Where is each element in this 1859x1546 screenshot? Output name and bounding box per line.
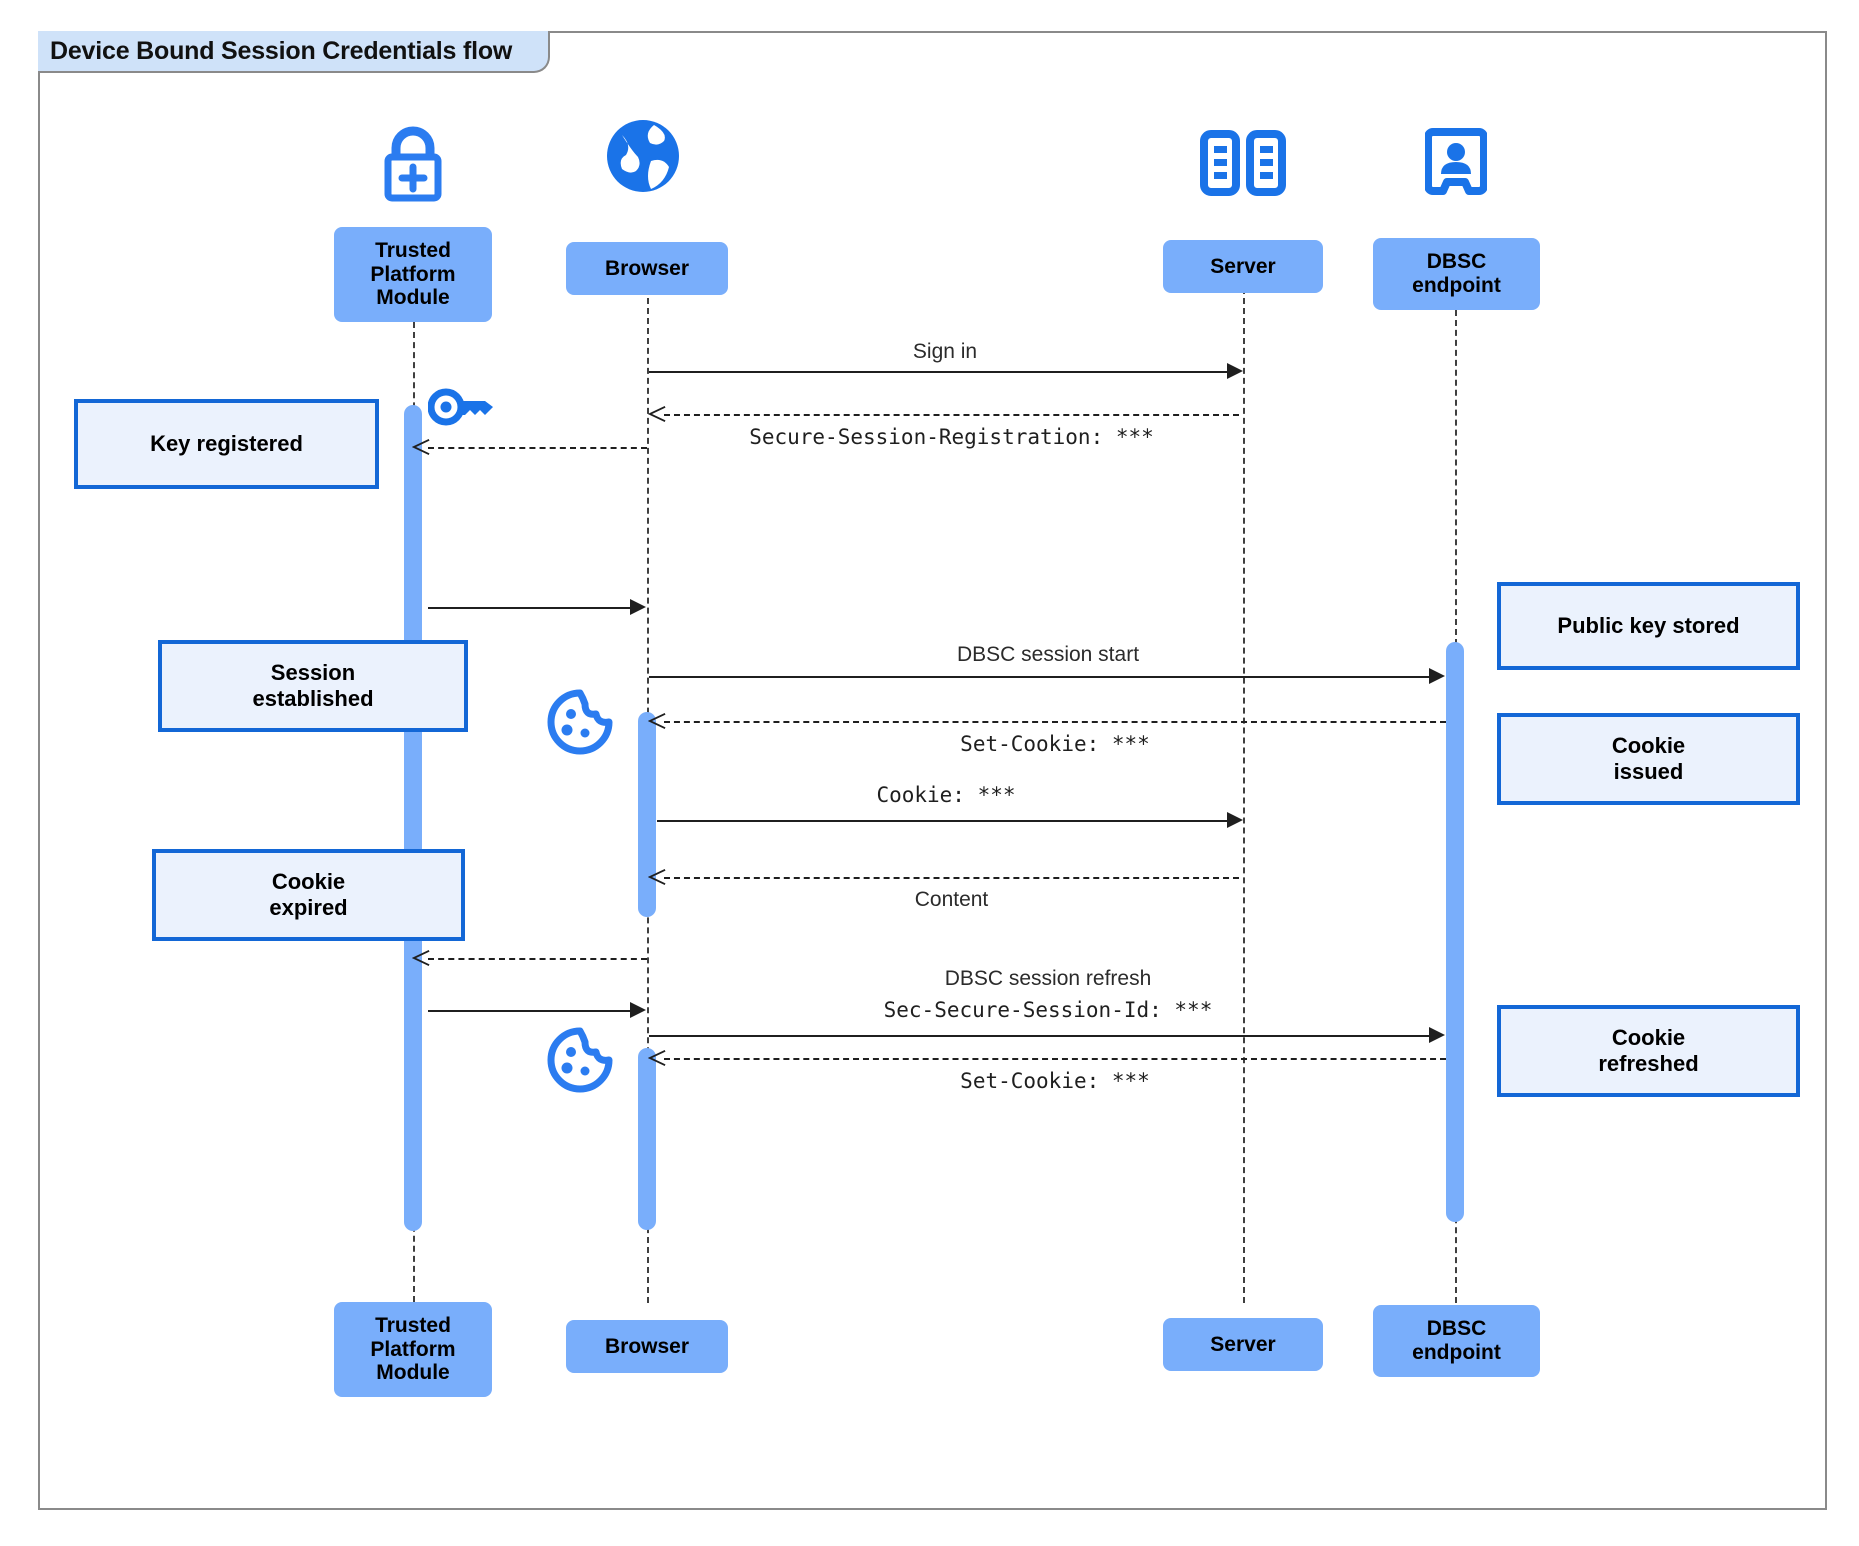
note-public-key-stored: Public key stored	[1497, 582, 1800, 670]
participant-dbsc-bottom[interactable]: DBSC endpoint	[1373, 1305, 1540, 1377]
message-arrowhead-secure-session-registration	[648, 405, 666, 423]
message-arrowhead-set-cookie-1	[648, 712, 666, 730]
message-arrowhead-sign-in	[1227, 363, 1243, 379]
participant-tpm-bottom[interactable]: Trusted Platform Module	[334, 1302, 492, 1397]
note-session-established-text: Session established	[252, 660, 374, 711]
note-cookie-refreshed: Cookie refreshed	[1497, 1005, 1800, 1097]
message-line-dbsc-session-refresh	[649, 1035, 1435, 1037]
message-arrowhead-tpm-sign-request	[412, 949, 430, 967]
message-label-dbsc-session-start: DBSC session start	[956, 643, 1140, 666]
message-line-cookie	[657, 820, 1235, 822]
participant-browser-bottom[interactable]: Browser	[566, 1320, 728, 1373]
participant-tpm-label-bottom: Trusted Platform Module	[370, 1314, 456, 1385]
message-label-set-cookie-1: Set-Cookie: ***	[960, 732, 1150, 756]
participant-tpm-label: Trusted Platform Module	[370, 239, 456, 310]
note-cookie-issued-text: Cookie issued	[1611, 733, 1686, 784]
message-line-tpm-register-request	[428, 447, 647, 449]
diagram-frame-tab: Device Bound Session Credentials flow	[38, 31, 551, 73]
message-arrowhead-tpm-register-request	[412, 438, 430, 456]
note-cookie-expired: Cookie expired	[152, 849, 465, 941]
message-arrowhead-tpm-key-response	[630, 599, 646, 615]
message-line-secure-session-registration	[664, 414, 1239, 416]
participant-browser-label-bottom: Browser	[604, 1334, 690, 1358]
message-line-set-cookie-1	[664, 721, 1446, 723]
message-arrowhead-cookie	[1227, 812, 1243, 828]
note-key-registered: Key registered	[74, 399, 379, 489]
participant-server-label: Server	[1210, 254, 1276, 278]
note-cookie-expired-text: Cookie expired	[269, 869, 348, 920]
activation-browser-2	[638, 1048, 656, 1230]
participant-tpm-top[interactable]: Trusted Platform Module	[334, 227, 492, 322]
message-label-dbsc-session-refresh: DBSC session refresh	[944, 967, 1152, 990]
message-arrowhead-dbsc-session-start	[1429, 668, 1445, 684]
activation-tpm	[404, 405, 422, 1231]
message-label-set-cookie-2: Set-Cookie: ***	[960, 1069, 1150, 1093]
message-line-content	[664, 877, 1239, 879]
lock-plus-icon	[371, 124, 455, 207]
participant-browser-label: Browser	[604, 256, 690, 280]
message-arrowhead-dbsc-session-refresh	[1429, 1027, 1445, 1043]
diagram-title: Device Bound Session Credentials flow	[50, 36, 513, 65]
cookie-icon	[546, 1026, 614, 1099]
note-public-key-stored-text: Public key stored	[1557, 613, 1740, 639]
note-session-established: Session established	[158, 640, 468, 732]
message-line-set-cookie-2	[664, 1058, 1446, 1060]
message-arrowhead-set-cookie-2	[648, 1049, 666, 1067]
message-line-dbsc-session-start	[649, 676, 1435, 678]
participant-dbsc-label: DBSC endpoint	[1412, 250, 1501, 297]
message-arrowhead-content	[648, 868, 666, 886]
cookie-icon	[546, 688, 614, 761]
message-line-tpm-sign-response	[428, 1010, 637, 1012]
server-racks-icon	[1200, 130, 1286, 201]
id-badge-icon	[1424, 128, 1488, 203]
activation-browser-1	[638, 712, 656, 917]
activation-dbsc-1	[1446, 642, 1464, 1222]
participant-dbsc-label-bottom: DBSC endpoint	[1412, 1317, 1501, 1364]
message-label-content: Content	[914, 888, 989, 911]
message-line-tpm-key-response	[428, 607, 637, 609]
message-line-tpm-sign-request	[428, 958, 647, 960]
participant-server-bottom[interactable]: Server	[1163, 1318, 1323, 1371]
note-key-registered-text: Key registered	[150, 431, 303, 457]
message-arrowhead-tpm-sign-response	[630, 1002, 646, 1018]
key-icon	[427, 385, 498, 434]
message-label-cookie: Cookie: ***	[876, 783, 1016, 807]
participant-server-label-bottom: Server	[1210, 1332, 1276, 1356]
globe-icon	[602, 115, 684, 202]
message-label-sign-in: Sign in	[912, 340, 978, 363]
note-cookie-refreshed-text: Cookie refreshed	[1598, 1025, 1699, 1076]
lifeline-server	[1243, 278, 1245, 1303]
participant-dbsc-top[interactable]: DBSC endpoint	[1373, 238, 1540, 310]
note-cookie-issued: Cookie issued	[1497, 713, 1800, 805]
message-label-sec-secure-session-id: Sec-Secure-Session-Id: ***	[883, 998, 1213, 1022]
message-line-sign-in	[649, 371, 1235, 373]
message-label-secure-session-registration: Secure-Session-Registration: ***	[749, 425, 1154, 449]
participant-server-top[interactable]: Server	[1163, 240, 1323, 293]
participant-browser-top[interactable]: Browser	[566, 242, 728, 295]
